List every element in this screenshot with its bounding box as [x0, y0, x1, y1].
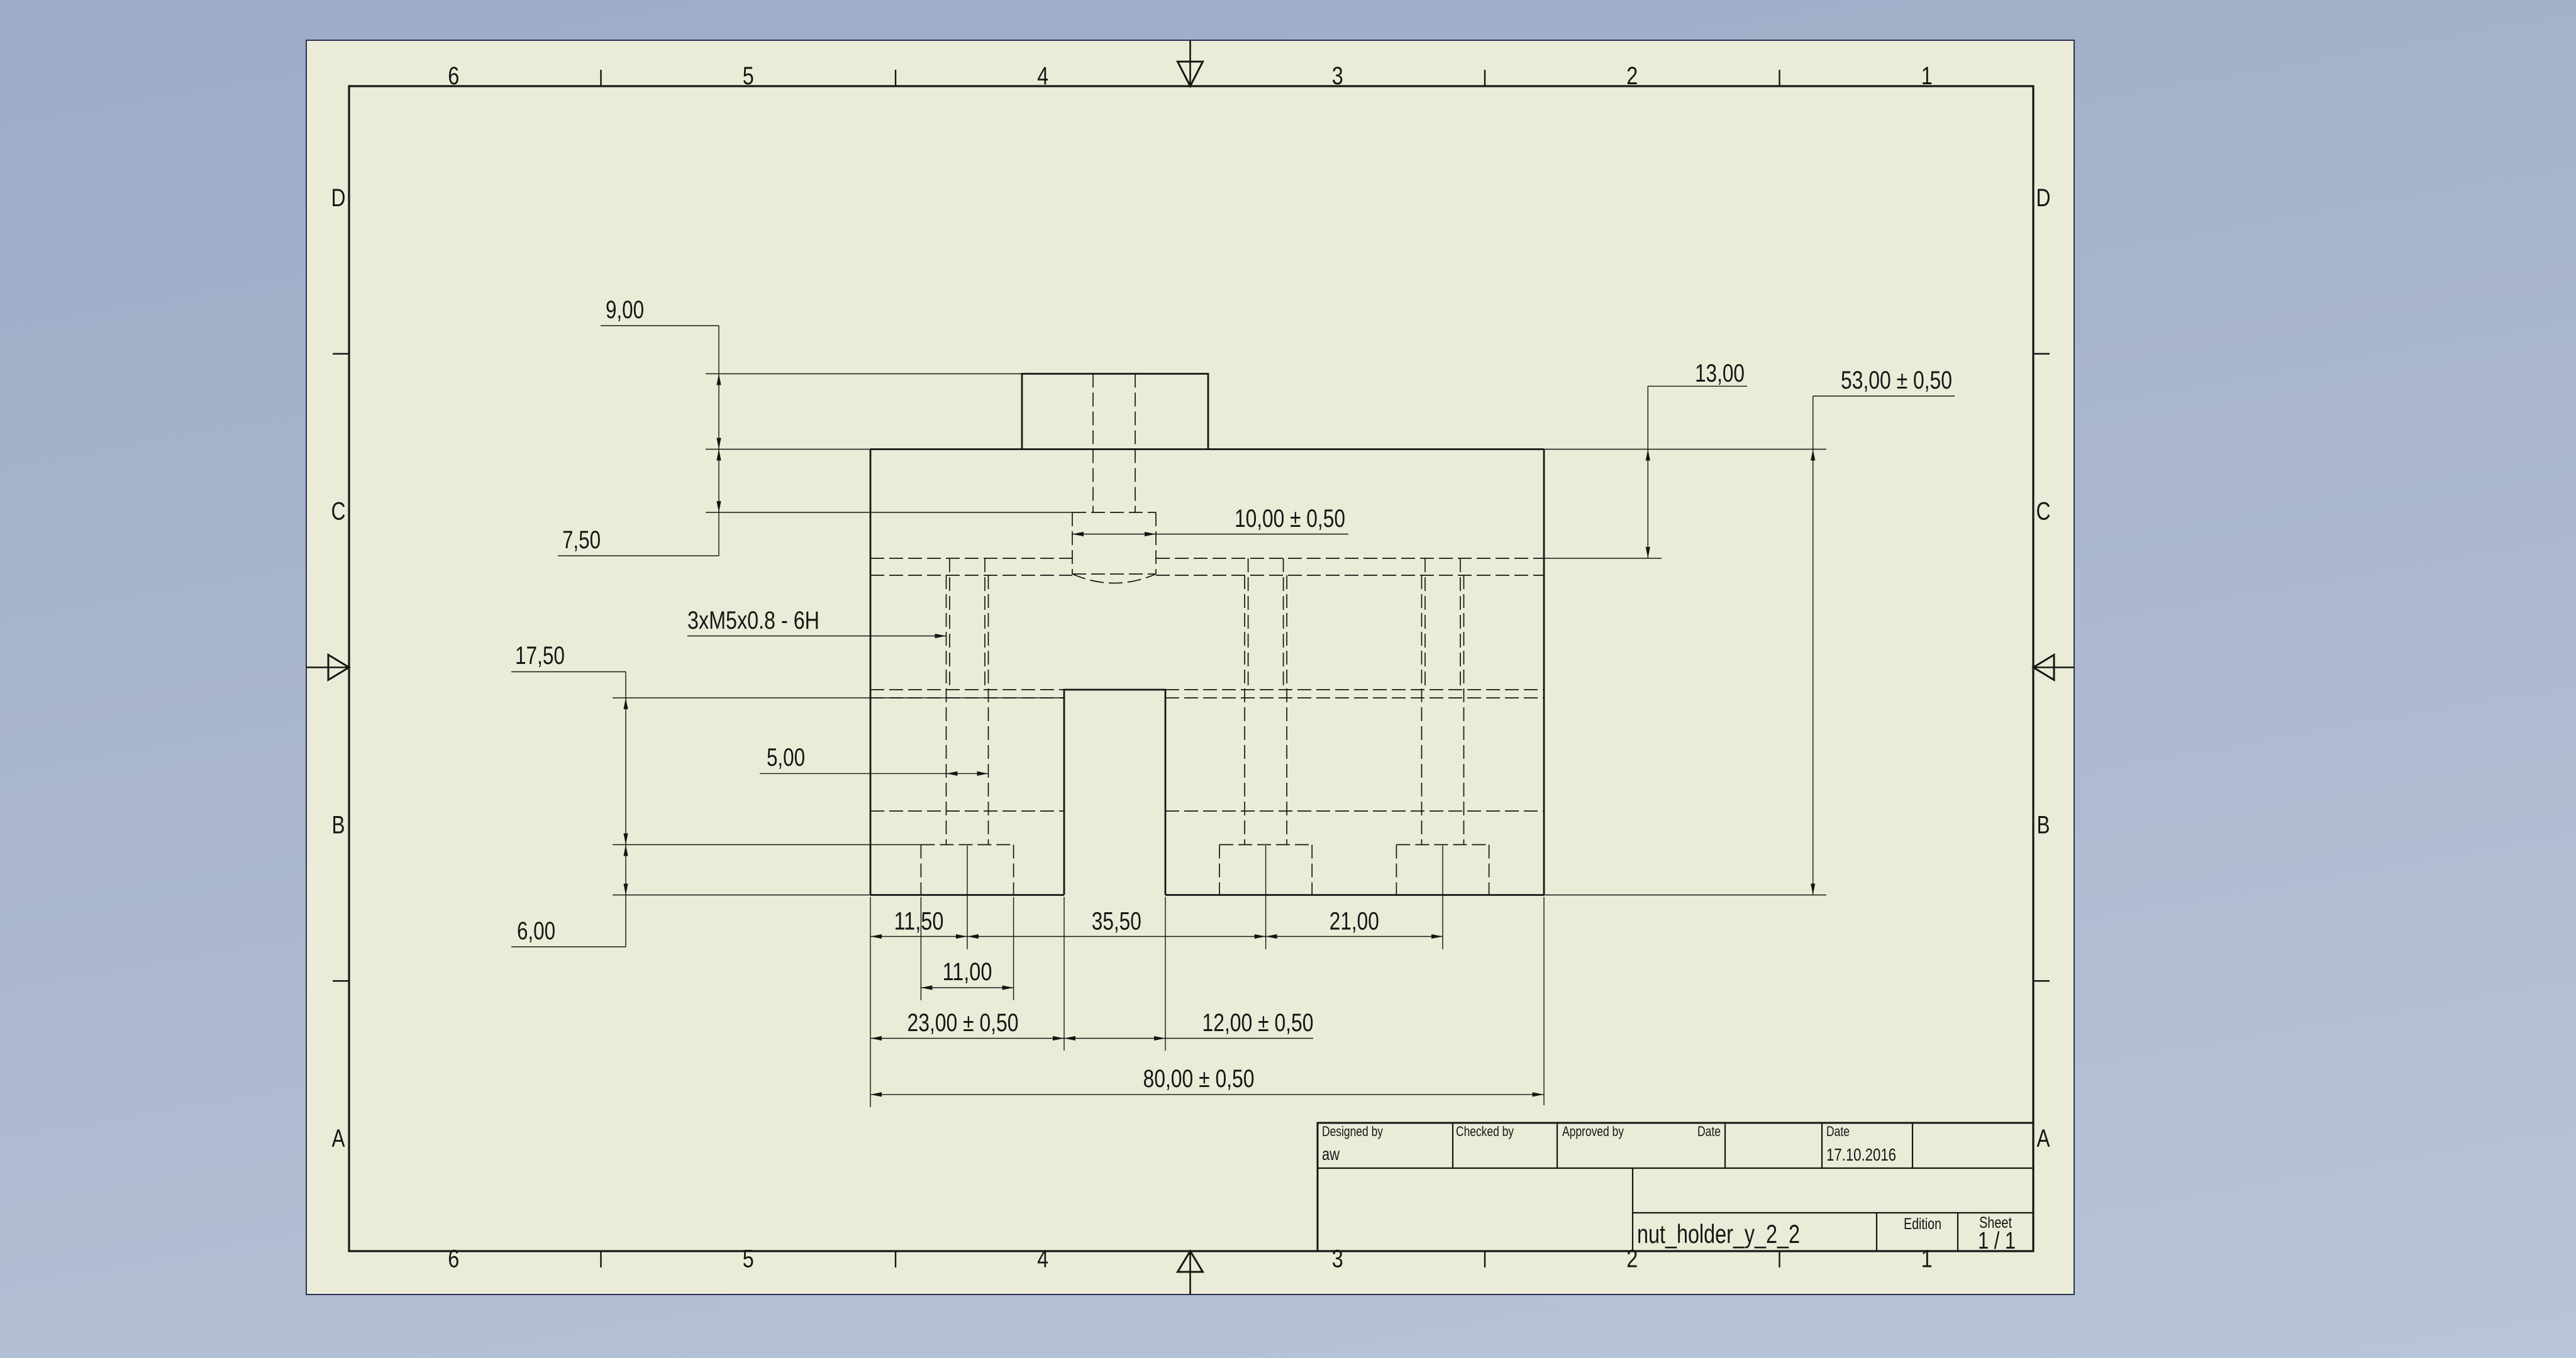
svg-text:13,00: 13,00 [1695, 360, 1745, 387]
svg-text:3xM5x0.8 - 6H: 3xM5x0.8 - 6H [687, 607, 819, 634]
svg-text:12,00 ± 0,50: 12,00 ± 0,50 [1202, 1009, 1314, 1037]
svg-text:6: 6 [448, 1245, 459, 1273]
svg-text:Edition: Edition [1904, 1215, 1941, 1233]
svg-text:9,00: 9,00 [606, 296, 644, 324]
svg-text:D: D [331, 184, 346, 212]
svg-text:Sheet: Sheet [1979, 1214, 2012, 1232]
svg-text:3: 3 [1332, 62, 1343, 90]
svg-text:C: C [331, 498, 346, 526]
svg-text:C: C [2036, 498, 2051, 526]
svg-text:2: 2 [1626, 62, 1638, 90]
svg-text:B: B [2037, 811, 2050, 839]
svg-text:aw: aw [1322, 1144, 1340, 1164]
svg-text:11,50: 11,50 [894, 908, 944, 936]
svg-text:3: 3 [1332, 1245, 1343, 1273]
svg-text:1: 1 [1921, 62, 1933, 90]
svg-text:17,50: 17,50 [515, 642, 565, 670]
svg-text:B: B [332, 811, 345, 839]
svg-text:A: A [332, 1125, 345, 1152]
svg-text:10,00 ± 0,50: 10,00 ± 0,50 [1235, 505, 1345, 533]
svg-text:D: D [2036, 184, 2051, 212]
svg-text:17.10.2016: 17.10.2016 [1826, 1145, 1896, 1164]
svg-text:Date: Date [1826, 1123, 1850, 1139]
svg-text:6: 6 [448, 62, 459, 90]
svg-text:80,00 ± 0,50: 80,00 ± 0,50 [1143, 1065, 1255, 1093]
svg-text:1: 1 [1921, 1245, 1933, 1273]
svg-text:nut_holder_y_2_2: nut_holder_y_2_2 [1637, 1219, 1800, 1249]
svg-text:1 / 1: 1 / 1 [1978, 1228, 2016, 1254]
svg-text:Date: Date [1697, 1123, 1721, 1139]
svg-text:Designed by: Designed by [1322, 1123, 1383, 1139]
svg-text:11,00: 11,00 [943, 958, 992, 986]
svg-text:5: 5 [743, 1245, 754, 1273]
svg-text:21,00: 21,00 [1330, 908, 1379, 936]
svg-text:4: 4 [1037, 1245, 1048, 1273]
svg-text:Approved by: Approved by [1562, 1123, 1624, 1139]
svg-text:Checked by: Checked by [1456, 1123, 1514, 1139]
svg-text:53,00 ± 0,50: 53,00 ± 0,50 [1841, 367, 1952, 394]
svg-text:5: 5 [743, 62, 754, 90]
svg-text:7,50: 7,50 [562, 526, 601, 554]
svg-text:23,00 ± 0,50: 23,00 ± 0,50 [908, 1009, 1019, 1037]
svg-text:35,50: 35,50 [1092, 908, 1141, 936]
svg-text:6,00: 6,00 [517, 917, 555, 945]
svg-text:4: 4 [1037, 62, 1048, 90]
svg-text:A: A [2037, 1125, 2050, 1152]
svg-text:5,00: 5,00 [767, 744, 805, 771]
